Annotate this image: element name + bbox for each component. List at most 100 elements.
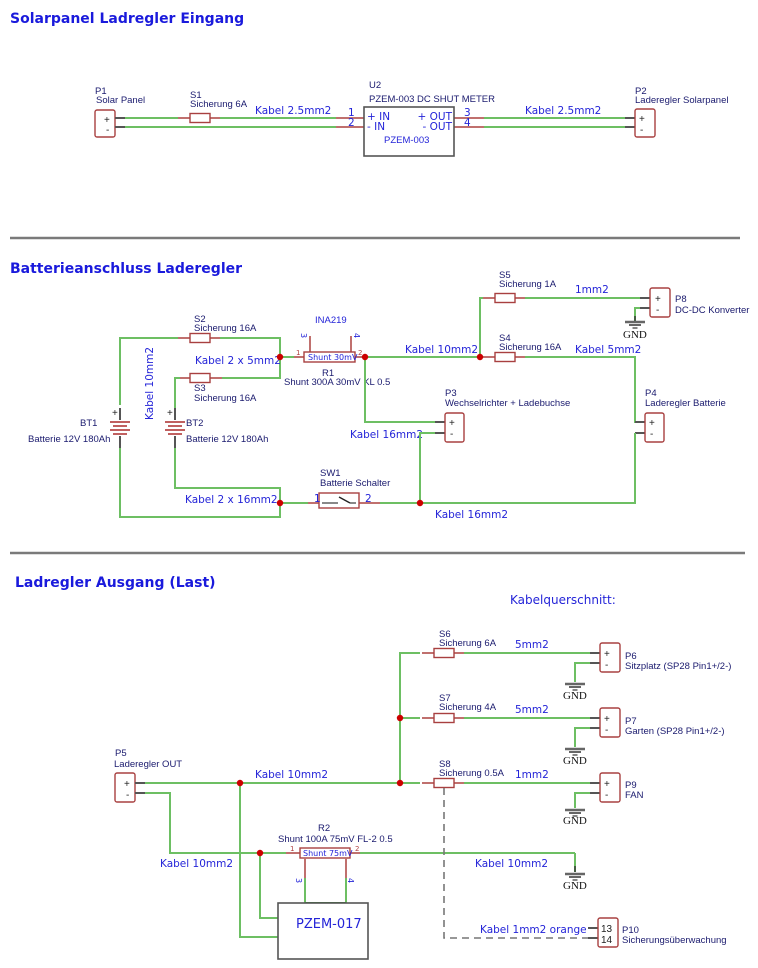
connector-p7[interactable]: + - P7 Garten (SP28 Pin1+/2-) — [590, 707, 725, 738]
shunt-r1[interactable]: INA219 3 4 Shunt 30mV 1 2 R1 Shunt 300A … — [284, 315, 390, 388]
junction — [396, 714, 404, 722]
svg-text:P3: P3 — [445, 388, 457, 399]
svg-text:Sitzplatz (SP28 Pin1+/2-): Sitzplatz (SP28 Pin1+/2-) — [625, 661, 731, 672]
svg-text:GND: GND — [623, 329, 647, 341]
svg-text:+: + — [649, 418, 655, 429]
svg-text:Sicherung 6A: Sicherung 6A — [439, 638, 497, 649]
wire — [574, 662, 590, 682]
svg-text:P7: P7 — [625, 716, 637, 727]
connector-p1[interactable]: P1 Solar Panel + - — [94, 86, 145, 138]
svg-text:S3: S3 — [194, 383, 206, 394]
cable-label: Kabel 2.5mm2 — [525, 105, 601, 117]
svg-text:PZEM-003: PZEM-003 — [384, 135, 429, 146]
svg-text:+: + — [104, 115, 110, 126]
battery-bt2[interactable]: + BT2 Batterie 12V 180Ah — [165, 408, 268, 448]
svg-text:4: 4 — [464, 117, 471, 129]
svg-text:2: 2 — [365, 493, 372, 505]
cable-label: Kabel 1mm2 orange — [480, 924, 587, 936]
svg-text:FAN: FAN — [625, 790, 644, 801]
battery-bt1[interactable]: + BT1 Batterie 12V 180Ah — [28, 408, 130, 448]
fuse-s4[interactable]: S4 Sicherung 16A — [482, 333, 562, 363]
svg-text:+: + — [604, 779, 610, 790]
meter-pzem-017[interactable]: PZEM-017 — [277, 902, 369, 960]
fuse-s6[interactable]: S6 Sicherung 6A — [421, 629, 497, 659]
cable-label: Kabel 10mm2 — [144, 347, 156, 420]
svg-text:PZEM-003 DC SHUT METER: PZEM-003 DC SHUT METER — [369, 94, 495, 105]
monitor-line — [443, 788, 588, 939]
svg-text:1: 1 — [348, 107, 355, 119]
cable-label: Kabel 10mm2 — [475, 858, 548, 870]
cable-label: 1mm2 — [575, 284, 609, 296]
fuse-s8[interactable]: S8 Sicherung 0.5A — [421, 759, 505, 789]
connector-p6[interactable]: + - P6 Sitzplatz (SP28 Pin1+/2-) — [590, 642, 731, 673]
cable-label: Kabel 16mm2 — [350, 429, 423, 441]
switch-sw1[interactable]: SW1 Batterie Schalter 1 2 — [308, 468, 390, 509]
section-title-load-output: Ladregler Ausgang (Last) — [15, 575, 216, 591]
connector-p10[interactable]: 13 14 P10 Sicherungsüberwachung — [588, 917, 727, 948]
svg-text:P2: P2 — [635, 86, 647, 97]
svg-text:+: + — [604, 649, 610, 660]
gnd-symbol: GND — [563, 808, 587, 827]
svg-text:Batterie 12V 180Ah: Batterie 12V 180Ah — [186, 434, 268, 445]
junction — [416, 499, 424, 507]
connector-p3[interactable]: P3 Wechselrichter + Ladebuchse + - — [435, 388, 570, 443]
svg-text:- OUT: - OUT — [423, 121, 453, 133]
svg-text:Sicherung 16A: Sicherung 16A — [194, 393, 257, 404]
svg-text:GND: GND — [563, 690, 587, 702]
fuse-s3[interactable]: S3 Sicherung 16A — [177, 372, 257, 405]
svg-text:1: 1 — [314, 493, 321, 505]
cable-label: Kabel 5mm2 — [575, 344, 641, 356]
svg-text:1: 1 — [296, 349, 300, 357]
svg-text:+: + — [639, 114, 645, 125]
svg-text:U2: U2 — [369, 80, 381, 91]
junction — [236, 779, 244, 787]
svg-text:+ OUT: + OUT — [418, 111, 453, 123]
cable-label: Kabel 2.5mm2 — [255, 105, 331, 117]
fuse-s1[interactable]: S1 Sicherung 6A — [177, 90, 248, 124]
wire — [174, 448, 281, 503]
gnd-symbol: GND — [563, 682, 587, 702]
svg-text:+ IN: + IN — [367, 111, 390, 123]
connector-p4[interactable]: P4 Laderegler Batterie + - — [635, 388, 726, 443]
svg-text:4: 4 — [346, 878, 355, 883]
wire — [634, 307, 640, 322]
svg-text:S2: S2 — [194, 314, 206, 325]
connector-p5[interactable]: P5 Laderegler OUT + - — [114, 748, 182, 803]
svg-text:13: 13 — [601, 924, 613, 935]
cable-label: Kabel 10mm2 — [255, 769, 328, 781]
svg-text:Shunt 75mV: Shunt 75mV — [303, 849, 353, 858]
svg-text:S6: S6 — [439, 629, 451, 640]
meter-u2[interactable]: U2 PZEM-003 DC SHUT METER 1 2 3 4 + IN -… — [336, 80, 495, 157]
wire — [364, 357, 435, 423]
svg-text:+: + — [167, 408, 173, 419]
fuse-s5[interactable]: S5 Sicherung 1A — [482, 270, 557, 304]
cable-cross-section-note: Kabelquerschnitt: — [510, 593, 616, 607]
svg-text:Sicherung 4A: Sicherung 4A — [439, 702, 497, 713]
wire — [119, 448, 281, 518]
wire — [574, 792, 590, 808]
svg-text:P4: P4 — [645, 388, 657, 399]
svg-text:Batterie 12V 180Ah: Batterie 12V 180Ah — [28, 434, 110, 445]
svg-text:BT1: BT1 — [80, 418, 97, 429]
svg-text:+: + — [124, 779, 130, 790]
svg-text:Sicherung 1A: Sicherung 1A — [499, 279, 557, 290]
svg-text:14: 14 — [601, 935, 613, 946]
gnd-symbol: GND — [563, 747, 587, 767]
svg-text:R1: R1 — [322, 368, 334, 379]
svg-text:-: - — [656, 305, 659, 316]
fuse-s2[interactable]: S2 Sicherung 16A — [177, 314, 257, 344]
connector-p8[interactable]: + - P8 DC-DC Konverter — [640, 287, 749, 318]
svg-text:Laderegler Batterie: Laderegler Batterie — [645, 398, 726, 409]
fuse-s7[interactable]: S7 Sicherung 4A — [421, 693, 497, 724]
connector-p2[interactable]: P2 Laderegler Solarpanel + - — [625, 86, 728, 138]
connector-p9[interactable]: + - P9 FAN — [590, 772, 644, 803]
svg-text:1: 1 — [290, 845, 294, 853]
svg-text:Batterie Schalter: Batterie Schalter — [320, 478, 390, 489]
svg-text:DC-DC Konverter: DC-DC Konverter — [675, 305, 749, 316]
wire — [239, 783, 278, 938]
svg-text:Shunt 300A 30mV KL 0.5: Shunt 300A 30mV KL 0.5 — [284, 377, 390, 388]
cable-label: Kabel 10mm2 — [160, 858, 233, 870]
shunt-r2[interactable]: R2 Shunt 100A 75mV FL-2 0.5 Shunt 75mV 1… — [278, 823, 393, 883]
svg-text:-: - — [126, 790, 129, 801]
